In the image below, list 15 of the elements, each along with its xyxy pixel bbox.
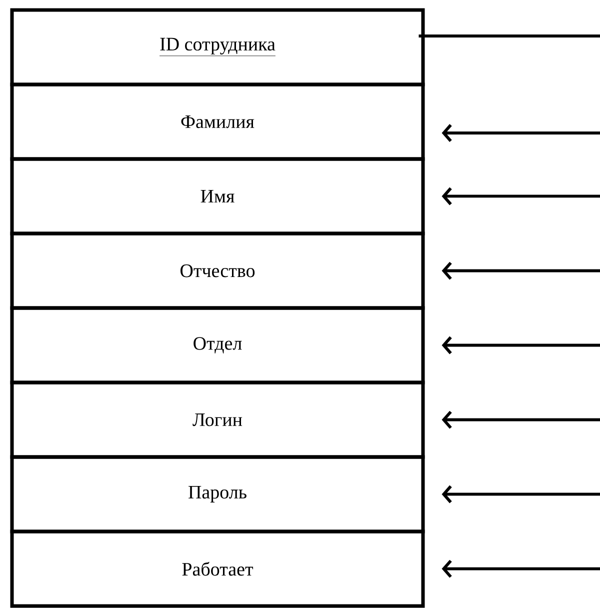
arrow xyxy=(442,187,600,206)
arrow xyxy=(442,560,600,578)
table-row: Отдел xyxy=(10,306,425,384)
arrow xyxy=(442,124,600,142)
arrow xyxy=(442,485,600,504)
arrow xyxy=(442,262,600,280)
table-row: Имя xyxy=(10,157,425,236)
table-row: Отчество xyxy=(10,232,425,310)
table-row: Работает xyxy=(10,530,425,608)
table-row: ID сотрудника xyxy=(10,8,425,86)
arrow xyxy=(442,336,600,354)
table-row: Пароль xyxy=(10,455,425,534)
arrow xyxy=(442,410,600,429)
table-row: Логин xyxy=(10,380,425,459)
table-row: Фамилия xyxy=(10,82,425,161)
